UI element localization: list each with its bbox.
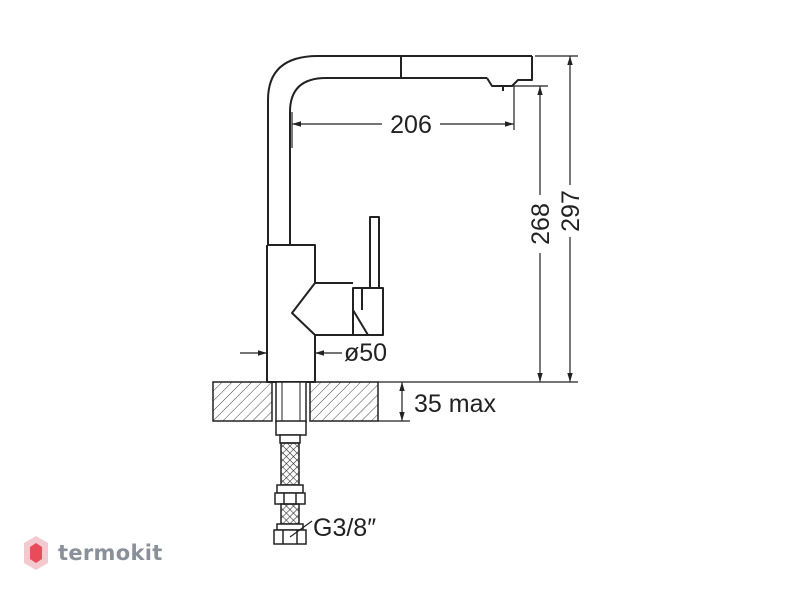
termokit-logo-icon <box>24 536 48 570</box>
mounting-stud <box>275 381 307 423</box>
faucet-body <box>266 244 316 383</box>
dimension-label-35-max: 35 max <box>414 390 496 418</box>
spout-outer-line <box>267 55 532 245</box>
spout-inner-line <box>289 77 487 245</box>
lever-handle <box>369 216 380 289</box>
braided-hose <box>280 442 300 486</box>
spout-head <box>486 56 533 87</box>
faucet-outline <box>266 55 533 383</box>
dimension-label-diameter: ø50 <box>344 339 387 367</box>
cartridge <box>352 287 384 336</box>
watermark-text: termokit <box>58 541 163 565</box>
supply-hoses <box>273 434 307 545</box>
hose-nut <box>274 492 306 505</box>
dimension-label-268: 268 <box>527 203 555 245</box>
dimension-lines <box>240 55 578 538</box>
countertop-section <box>212 381 379 436</box>
termokit-watermark: termokit <box>22 534 163 572</box>
lever-connector <box>291 282 353 336</box>
dimension-label-g38: G3/8″ <box>313 514 376 542</box>
dimension-label-297: 297 <box>557 190 585 232</box>
dimension-label-206: 206 <box>390 111 432 139</box>
